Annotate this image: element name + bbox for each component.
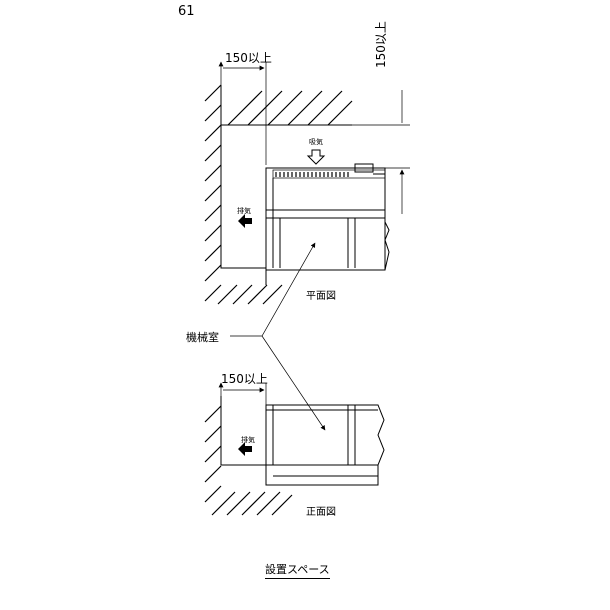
machine-room-label: 機械室 [186,331,219,344]
intake-label: 吸気 [309,138,323,146]
plan-view [204,62,410,305]
front-wall-hatching [204,405,293,516]
plan-dimension-top-right-label: 150以上 [374,21,388,68]
front-unit [265,404,385,486]
exhaust-label: 排気 [237,207,251,215]
caption: 設置スペース [265,561,330,579]
front-exhaust-arrow-icon [238,442,252,456]
exhaust-arrow-icon [238,214,252,228]
intake-arrow-icon [306,149,326,165]
plan-dimension-left [221,62,266,165]
front-exhaust-label: 排気 [241,436,255,444]
plan-dimension-left-label: 150以上 [225,51,272,65]
plan-wall-hatching [204,84,353,305]
plan-view-title: 平面図 [306,291,336,302]
front-dimension-left [221,383,266,405]
front-dimension-left-label: 150以上 [221,372,268,386]
plan-unit [265,163,390,271]
plan-wall-outline [220,85,352,285]
plan-dimension-top-right [352,90,410,214]
machine-room-leaders [230,242,326,431]
page-number: 61 [178,4,195,19]
front-view-title: 正面図 [306,507,336,518]
front-view [204,383,385,516]
